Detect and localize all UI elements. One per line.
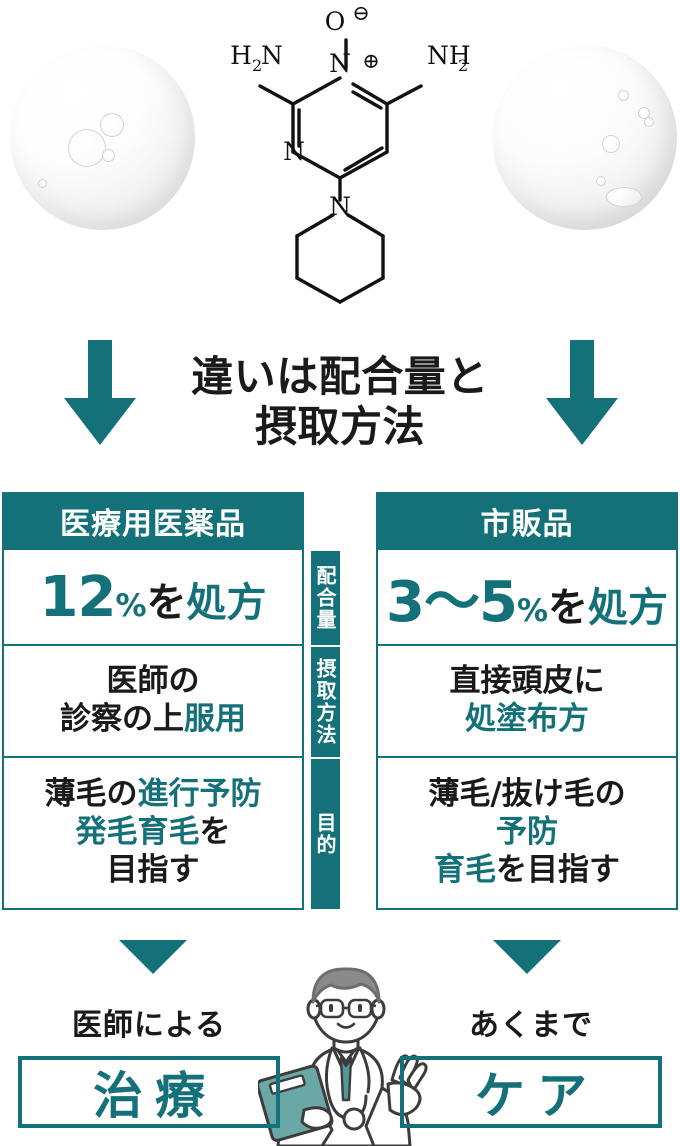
column-otc: 市販品 3〜5%を処方 直接頭皮に 処塗布方 薄毛/抜け毛の 予防 育毛を目指す: [376, 492, 678, 910]
conclusion-right-label: あくまで: [469, 1008, 593, 1043]
bubble-icon: [596, 176, 606, 186]
arrow-down-left-icon: [58, 340, 142, 449]
row-label-method: 摂取方法: [310, 646, 341, 758]
cell-otc-method: 直接頭皮に 処塗布方: [376, 646, 678, 758]
arrow-down-right-icon: [540, 340, 624, 449]
conclusion-right: あくまで ケア: [400, 1000, 662, 1128]
purpose-line2-teal-prescription: 発毛育毛: [75, 814, 200, 851]
conclusion-left-label: 医師による: [71, 1008, 227, 1043]
minoxidil-molecule-diagram: H 2 N NH 2 N N N O ⊖ ⊕: [205, 0, 475, 320]
dose-suffix-black-otc: を: [548, 584, 588, 631]
bubble-icon: [602, 135, 620, 153]
headline-line-1: 違いは配合量と: [191, 352, 489, 401]
molecule-label-n-piperidine: N: [329, 192, 351, 221]
method-line1-otc: 直接頭皮に: [449, 663, 605, 700]
method-line2-teal-prescription: 服用: [184, 701, 246, 737]
bubble-icon: [606, 187, 642, 207]
dose-value-prescription: 12: [39, 564, 117, 630]
dose-suffix-black-prescription: を: [146, 579, 187, 626]
purpose-line1-otc: 薄毛/抜け毛の: [428, 776, 626, 813]
headline-line-2: 摂取方法: [254, 401, 425, 451]
molecule-label-h2n-sub: 2: [252, 56, 262, 75]
molecule-label-h2n: H: [230, 41, 252, 70]
molecule-label-n-plus: N: [329, 49, 351, 78]
cell-otc-purpose: 薄毛/抜け毛の 予防 育毛を目指す: [376, 758, 678, 910]
dose-unit-prescription: %: [115, 587, 147, 624]
purpose-line2-otc: 予防: [495, 814, 558, 851]
arrow-down-small-right-icon: [493, 940, 561, 974]
purpose-line2-black-prescription: を: [199, 814, 231, 851]
dose-value-otc: 3〜5: [386, 569, 518, 635]
row-label-dose: 配合量: [310, 550, 341, 646]
page-title: 違いは配合量と 摂取方法: [150, 352, 530, 451]
conclusion-left-box: 治療: [18, 1056, 280, 1128]
conclusion-left: 医師による 治療: [18, 1000, 280, 1128]
molecule-charge-minus-icon: ⊖: [352, 1, 370, 25]
bubble-icon: [38, 179, 47, 188]
cell-otc-dose: 3〜5%を処方: [376, 550, 678, 646]
molecule-label-nh2: NH: [427, 41, 471, 70]
dose-suffix-teal-prescription: 処方: [186, 579, 267, 626]
bubble-icon: [68, 129, 106, 167]
row-label-purpose: 目的: [310, 758, 341, 910]
purpose-line3-prescription: 目指す: [106, 851, 200, 888]
molecule-label-o: O: [325, 7, 346, 36]
purpose-line3-teal-otc: 育毛: [433, 851, 496, 888]
bubble-icon: [644, 117, 654, 127]
water-droplet-left: [10, 45, 195, 230]
purpose-line1-teal-prescription: 進行予防: [137, 776, 262, 813]
molecule-label-n-ring: N: [283, 137, 305, 166]
purpose-line1-black-prescription: 薄毛の: [44, 776, 138, 813]
arrow-down-small-left-icon: [119, 940, 187, 974]
water-droplet-right: [492, 45, 677, 230]
column-prescription: 医療用医薬品 12%を処方 医師の 診察の上服用 薄毛の進行予防 発毛育毛を 目…: [2, 492, 304, 910]
method-line1-prescription: 医師の: [106, 663, 200, 700]
conclusion-right-box: ケア: [400, 1056, 662, 1128]
molecule-label-h2n-n: N: [261, 41, 283, 70]
bubble-icon: [618, 90, 629, 101]
bubble-icon: [102, 149, 115, 162]
column-header-prescription: 医療用医薬品: [2, 492, 304, 550]
cell-prescription-purpose: 薄毛の進行予防 発毛育毛を 目指す: [2, 758, 304, 910]
cell-prescription-method: 医師の 診察の上服用: [2, 646, 304, 758]
molecule-label-nh2-sub: 2: [458, 56, 468, 75]
method-line2-black-prescription: 診察の上: [60, 701, 184, 737]
purpose-line3-black-otc: を目指す: [495, 851, 620, 888]
dose-unit-otc: %: [516, 592, 548, 629]
molecule-charge-plus-icon: ⊕: [362, 49, 380, 73]
column-header-otc: 市販品: [376, 492, 678, 550]
method-line2-otc: 処塗布方: [465, 701, 589, 737]
cell-prescription-dose: 12%を処方: [2, 550, 304, 646]
row-label-column: 配合量 摂取方法 目的: [310, 550, 370, 910]
dose-suffix-teal-otc: 処方: [588, 584, 668, 631]
bubble-icon: [100, 113, 124, 137]
comparison-table: 医療用医薬品 12%を処方 医師の 診察の上服用 薄毛の進行予防 発毛育毛を 目…: [0, 492, 680, 974]
